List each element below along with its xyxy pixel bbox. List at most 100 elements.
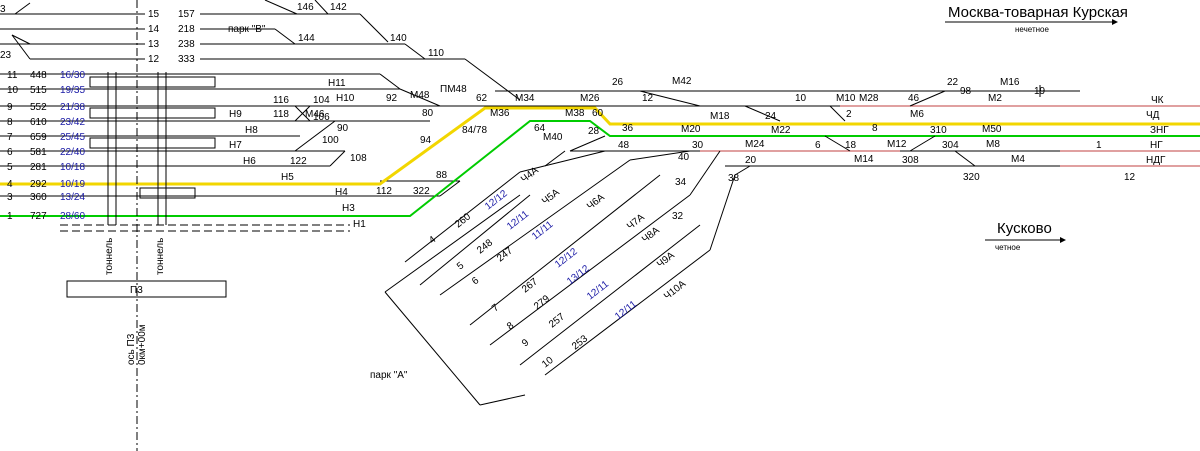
svg-text:Ч6А: Ч6А: [585, 192, 607, 213]
svg-text:М16: М16: [1000, 77, 1020, 88]
park-a-tracks: [384, 150, 751, 406]
svg-text:12: 12: [642, 93, 654, 104]
svg-text:30: 30: [692, 140, 704, 151]
svg-text:М42: М42: [672, 76, 692, 87]
svg-text:М38: М38: [565, 108, 585, 119]
svg-text:310: 310: [930, 125, 947, 136]
svg-text:146: 146: [297, 2, 314, 13]
svg-text:М18: М18: [710, 111, 730, 122]
park-a-label: парк "А": [370, 370, 408, 381]
odd-direction-label: нечетное: [1015, 25, 1049, 34]
svg-text:218: 218: [178, 24, 195, 35]
svg-text:122: 122: [290, 156, 307, 167]
svg-text:6: 6: [470, 275, 482, 287]
svg-text:Н7: Н7: [229, 140, 242, 151]
svg-text:7: 7: [490, 302, 502, 314]
svg-text:10/18: 10/18: [60, 162, 85, 173]
svg-text:322: 322: [413, 186, 430, 197]
svg-text:281: 281: [30, 162, 47, 173]
svg-text:28/60: 28/60: [60, 211, 85, 222]
svg-text:Ч8А: Ч8А: [640, 225, 662, 246]
svg-text:М46: М46: [305, 109, 325, 120]
svg-text:М6: М6: [910, 109, 924, 120]
svg-text:142: 142: [330, 2, 347, 13]
route-yellow: [0, 106, 1200, 186]
svg-text:1: 1: [1096, 140, 1102, 151]
svg-text:Ч5А: Ч5А: [540, 187, 562, 208]
svg-text:Н1: Н1: [353, 219, 366, 230]
svg-text:108: 108: [350, 153, 367, 164]
svg-text:104: 104: [313, 95, 330, 106]
svg-text:14: 14: [148, 24, 160, 35]
svg-text:13/24: 13/24: [60, 192, 85, 203]
svg-text:238: 238: [178, 39, 195, 50]
svg-text:279: 279: [532, 293, 552, 312]
svg-text:64: 64: [534, 123, 546, 134]
svg-text:36: 36: [622, 123, 634, 134]
tunnel-label: тоннель: [104, 238, 115, 275]
svg-text:ЗНГ: ЗНГ: [1150, 125, 1169, 136]
svg-text:144: 144: [298, 33, 315, 44]
svg-text:Ч9А: Ч9А: [655, 250, 677, 271]
even-direction-label: четное: [995, 243, 1021, 252]
svg-text:3: 3: [0, 4, 6, 15]
svg-text:92: 92: [386, 93, 398, 104]
svg-text:М50: М50: [982, 124, 1002, 135]
svg-text:10: 10: [7, 85, 19, 96]
svg-text:94: 94: [420, 135, 432, 146]
svg-text:7: 7: [7, 132, 13, 143]
svg-text:9: 9: [520, 337, 532, 349]
svg-text:Н4: Н4: [335, 187, 348, 198]
svg-text:12: 12: [148, 54, 160, 65]
svg-text:НГ: НГ: [1150, 140, 1163, 151]
svg-text:110: 110: [428, 48, 444, 59]
svg-text:12: 12: [1124, 172, 1136, 183]
svg-text:8: 8: [505, 320, 517, 332]
svg-text:М36: М36: [490, 108, 510, 119]
even-station-title: Кусково: [997, 220, 1052, 237]
km-label: 0км+00м: [137, 324, 148, 365]
svg-text:М14: М14: [854, 154, 874, 165]
svg-text:448: 448: [30, 70, 47, 81]
park-a-labels: 4 260 12/12 Ч4А 5 248 12/11 Ч5А 6 247 11…: [427, 165, 688, 371]
park-b-label: парк "В": [228, 24, 266, 35]
svg-text:20: 20: [745, 155, 757, 166]
svg-text:5: 5: [455, 260, 467, 272]
svg-text:М10: М10: [836, 93, 856, 104]
svg-text:М24: М24: [745, 139, 765, 150]
svg-text:26: 26: [612, 77, 624, 88]
svg-text:М4: М4: [1011, 154, 1025, 165]
svg-text:6: 6: [7, 147, 13, 158]
svg-text:2: 2: [846, 109, 852, 120]
svg-text:60: 60: [592, 108, 604, 119]
svg-text:28: 28: [588, 126, 600, 137]
svg-text:84/78: 84/78: [462, 125, 487, 136]
svg-text:727: 727: [30, 211, 47, 222]
svg-text:Ч10А: Ч10А: [662, 278, 688, 302]
svg-text:9: 9: [7, 102, 13, 113]
svg-text:308: 308: [902, 155, 919, 166]
entrance-signals: ЧК ЧД ЗНГ НГ НДГ 1 19 12: [1034, 86, 1169, 183]
svg-text:19: 19: [1034, 86, 1046, 97]
svg-text:32: 32: [672, 211, 684, 222]
svg-text:М26: М26: [580, 93, 600, 104]
svg-text:257: 257: [547, 311, 567, 330]
route-green: [0, 120, 1200, 217]
svg-text:12/11: 12/11: [613, 298, 639, 322]
svg-text:515: 515: [30, 85, 47, 96]
svg-text:15: 15: [148, 9, 160, 20]
tunnels: [60, 0, 350, 451]
svg-text:Н11: Н11: [328, 78, 346, 89]
park-b-tracks: [0, 0, 521, 101]
svg-text:112: 112: [376, 186, 392, 197]
svg-text:12/11: 12/11: [585, 278, 611, 302]
svg-text:Н9: Н9: [229, 109, 242, 120]
svg-text:24: 24: [765, 111, 777, 122]
svg-text:ПМ48: ПМ48: [440, 84, 467, 95]
svg-text:6: 6: [815, 140, 821, 151]
svg-text:106: 106: [313, 112, 330, 123]
svg-text:46: 46: [908, 93, 920, 104]
svg-text:М40: М40: [543, 132, 563, 143]
